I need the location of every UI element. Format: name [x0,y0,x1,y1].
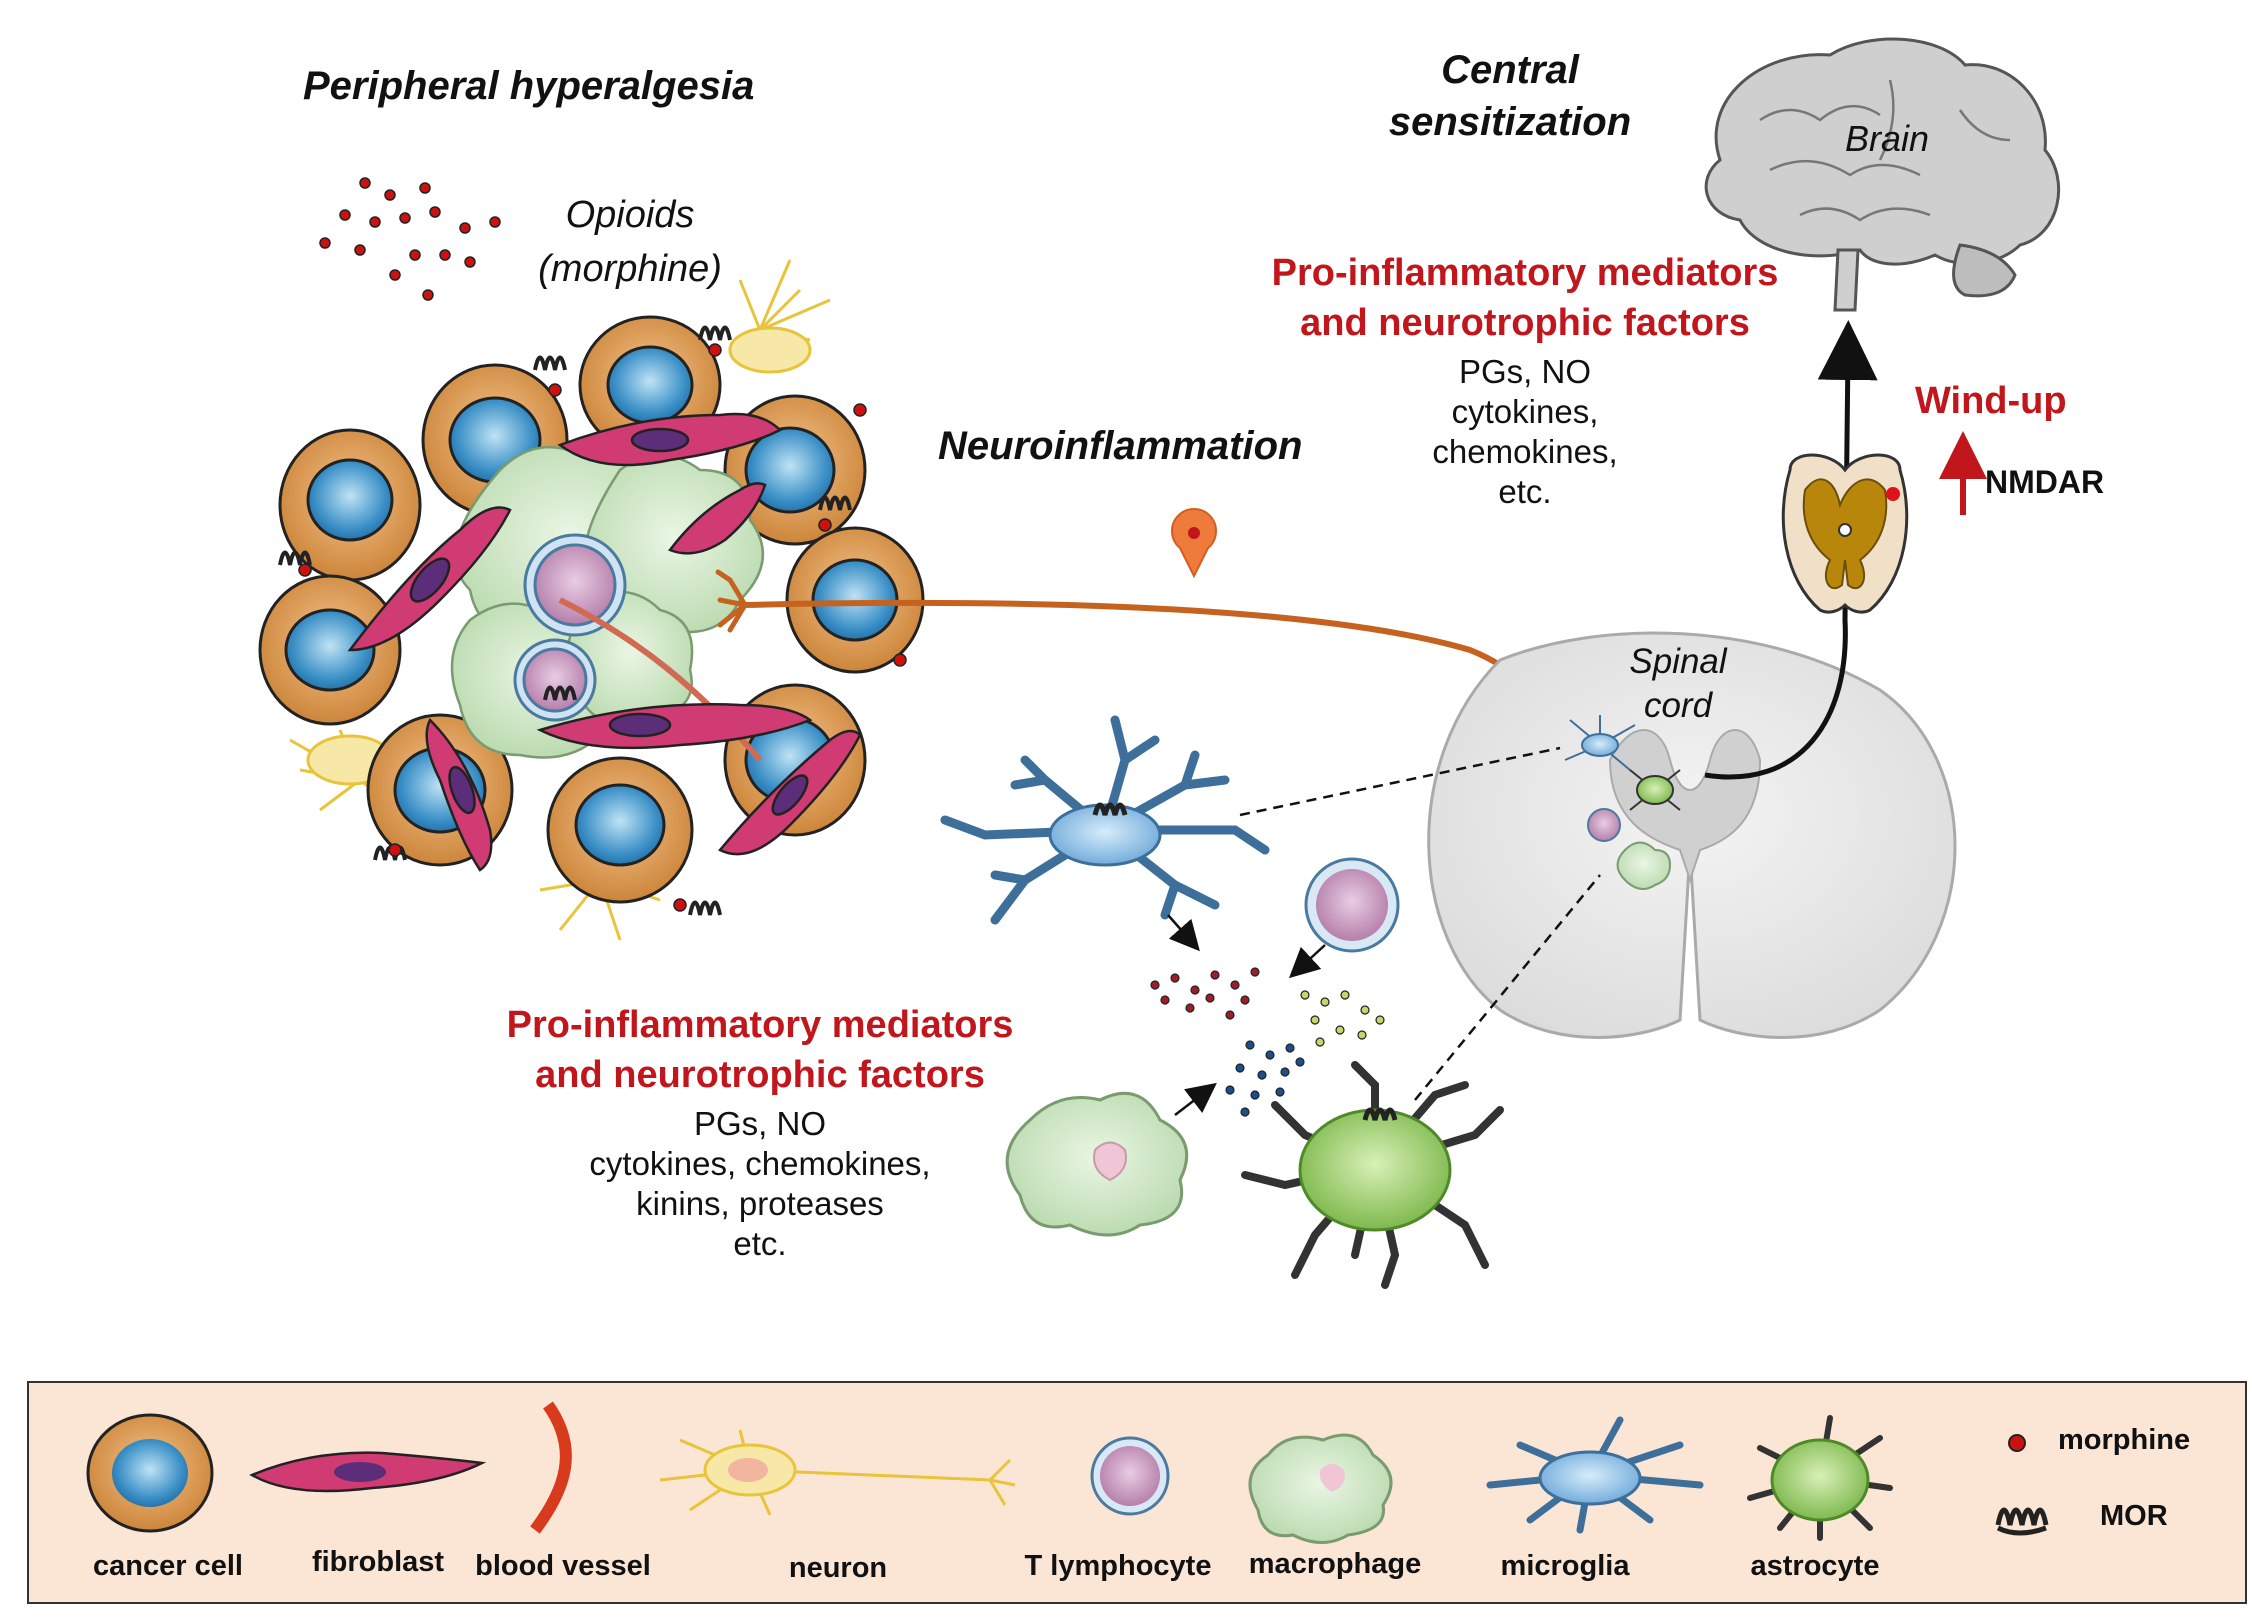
spinal-cord-small-section [1781,453,1909,614]
mediators-top-heading-2: and neurotrophic factors [1300,302,1750,344]
legend-label-t-lymphocyte: T lymphocyte [1024,1550,1212,1582]
astrocyte-small [1629,769,1681,811]
mediators-top-item-2: cytokines, [1451,393,1599,430]
cord-line: cord [1643,686,1713,725]
legend-label-microglia: microglia [1500,1550,1630,1582]
legend-label-cancer-cell: cancer cell [93,1550,243,1582]
mediators-bottom-item-1: PGs, NO [693,1105,827,1142]
brain-icon [1704,37,2061,312]
mediators-top-item-1: PGs, NO [1458,353,1592,390]
neuroinflammation-title: Neuroinflammation [938,424,1303,468]
macrophage-cell [1005,1091,1189,1237]
mediators-bottom-item-2: cytokines, chemokines, [589,1145,931,1182]
legend-label-mor: MOR [2100,1500,2168,1532]
legend-label-astrocyte: astrocyte [1750,1550,1880,1582]
windup-label: Wind-up [1915,380,2067,422]
microglia-small [1564,715,1636,771]
mediators-bottom-item-3: kinins, proteases [636,1185,884,1222]
mediators-bottom-heading-1: Pro-inflammatory mediators [506,1004,1014,1046]
brain-label: Brain [1844,118,1930,159]
t-lymphocyte-group [513,533,627,722]
astrocyte-cell [1241,1061,1504,1289]
mediators-top-block: Pro-inflammatory mediators and neurotrop… [1272,248,1779,512]
mediators-top-item-4: etc. [1498,473,1552,510]
mediators-bottom-block: Pro-inflammatory mediators and neurotrop… [507,1000,1014,1264]
release-arrows [1167,914,1326,1116]
legend-label-macrophage: macrophage [1248,1548,1422,1580]
legend-label-morphine: morphine [2058,1424,2191,1456]
mediators-bottom-item-4: etc. [733,1225,787,1262]
zoom-connectors [1239,746,1601,1101]
morphine-line: (morphine) [538,248,722,290]
opioids-line: Opioids [565,194,695,236]
microglia-cell [940,715,1270,925]
tumor-microenvironment [258,259,925,941]
legend-label-neuron: neuron [788,1552,888,1584]
mediators-top-heading-1: Pro-inflammatory mediators [1271,252,1779,294]
opioids-label: Opioids (morphine) [538,188,722,296]
legend-label-fibroblast: fibroblast [311,1546,445,1578]
macrophage-small [1616,841,1672,890]
nmdar-site-dot [1886,487,1900,501]
mediators-top-item-3: chemokines, [1432,433,1618,470]
pin-marker-icon [1171,508,1217,579]
fibroblast-group [347,412,862,872]
t-lymphocyte-cell [1304,857,1400,953]
mediators-bottom-heading-2: and neurotrophic factors [535,1054,985,1096]
sensitization-line: sensitization [1388,100,1632,144]
ascending-pathway-arrow [1704,320,1878,780]
spinal-cord-label: Spinal cord [1629,640,1726,728]
cancer-cell-group [258,315,925,904]
spinal-line: Spinal [1629,642,1727,681]
nmdar-label: NMDAR [1985,464,2105,500]
central-sensitization-title: Central sensitization [1389,44,1631,148]
legend-label-blood-vessel: blood vessel [475,1550,651,1582]
free-morphine-dots [319,177,501,301]
central-line: Central [1441,48,1579,92]
peripheral-hyperalgesia-title: Peripheral hyperalgesia [303,64,755,108]
bound-morphine-group [298,343,907,912]
mediator-particles [1150,967,1385,1117]
t-lymphocyte-small [1587,808,1621,842]
spinal-cord-section [1427,631,1957,1039]
